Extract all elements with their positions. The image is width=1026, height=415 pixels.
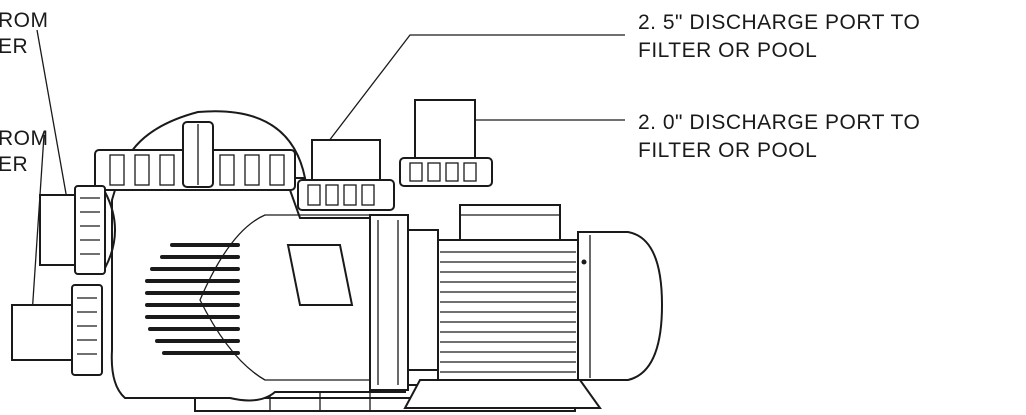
vent-slots — [145, 243, 240, 355]
leader-line-port-25 — [321, 34, 625, 151]
inlet-port-top — [39, 185, 116, 275]
discharge-port-20 — [399, 99, 493, 187]
port-20-label-line1: 2. 0" DISCHARGE PORT TO — [638, 111, 921, 134]
leader-line-inlet-top — [36, 29, 69, 206]
pump-body — [110, 189, 409, 402]
inlet-top-label-line1: ROM — [0, 9, 49, 32]
inlet-bottom-label-line1: ROM — [0, 127, 49, 150]
inlet-bottom-label-line2: ER — [0, 153, 29, 176]
port-20-label-line2: FILTER OR POOL — [638, 139, 818, 162]
port-25-label-line1: 2. 5" DISCHARGE PORT TO — [638, 11, 921, 34]
port-25-label-line2: FILTER OR POOL — [638, 39, 818, 62]
inlet-port-bottom — [11, 284, 103, 376]
motor-fins — [440, 251, 576, 373]
strainer-lid — [94, 110, 307, 191]
motor — [407, 204, 664, 381]
discharge-port-25 — [297, 139, 395, 211]
leader-line-inlet-bottom — [31, 134, 45, 316]
leader-lines — [31, 29, 625, 316]
inlet-top-label-line2: ER — [0, 35, 29, 58]
